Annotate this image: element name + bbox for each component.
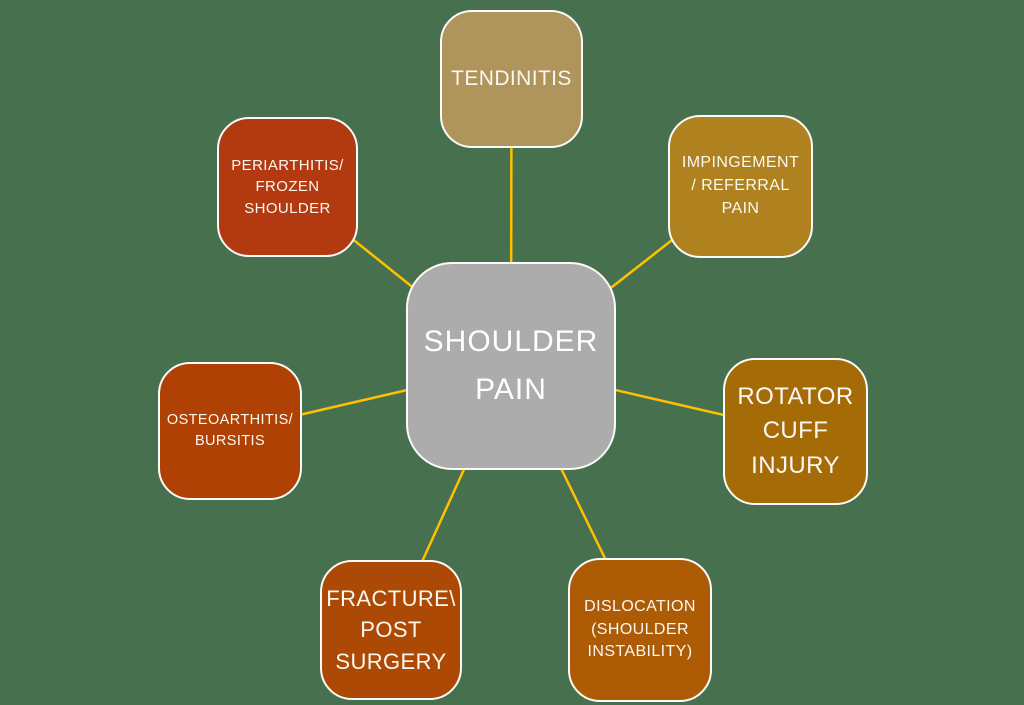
node-dislocation-shoulder-instability: DISLOCATION (SHOULDER INSTABILITY) <box>568 558 712 702</box>
node-impingement-referral-pain: IMPINGEMENT / REFERRAL PAIN <box>668 115 813 258</box>
hub-shoulder-pain: SHOULDER PAIN <box>406 262 616 470</box>
node-osteoarthitis-bursitis: OSTEOARTHITIS/ BURSITIS <box>158 362 302 500</box>
node-tendinitis: TENDINITIS <box>440 10 583 148</box>
node-dislocation-shoulder-instability-label: DISLOCATION (SHOULDER INSTABILITY) <box>584 597 696 661</box>
node-osteoarthitis-bursitis-label: OSTEOARTHITIS/ BURSITIS <box>166 412 294 449</box>
node-rotator-cuff-injury: ROTATOR CUFF INJURY <box>723 358 868 505</box>
node-rotator-cuff-injury-label: ROTATOR CUFF INJURY <box>737 383 854 479</box>
node-periarthritis-frozen-shoulder: PERIARTHITIS/ FROZEN SHOULDER <box>217 117 358 257</box>
node-periarthritis-frozen-shoulder-label: PERIARTHITIS/ FROZEN SHOULDER <box>231 157 344 217</box>
node-tendinitis-label: TENDINITIS <box>451 67 572 91</box>
node-fracture-post-surgery-label: FRACTURE\ POST SURGERY <box>326 586 456 674</box>
node-fracture-post-surgery: FRACTURE\ POST SURGERY <box>320 560 462 700</box>
node-impingement-referral-pain-label: IMPINGEMENT / REFERRAL PAIN <box>681 154 800 217</box>
hub-label: SHOULDER PAIN <box>423 325 599 406</box>
